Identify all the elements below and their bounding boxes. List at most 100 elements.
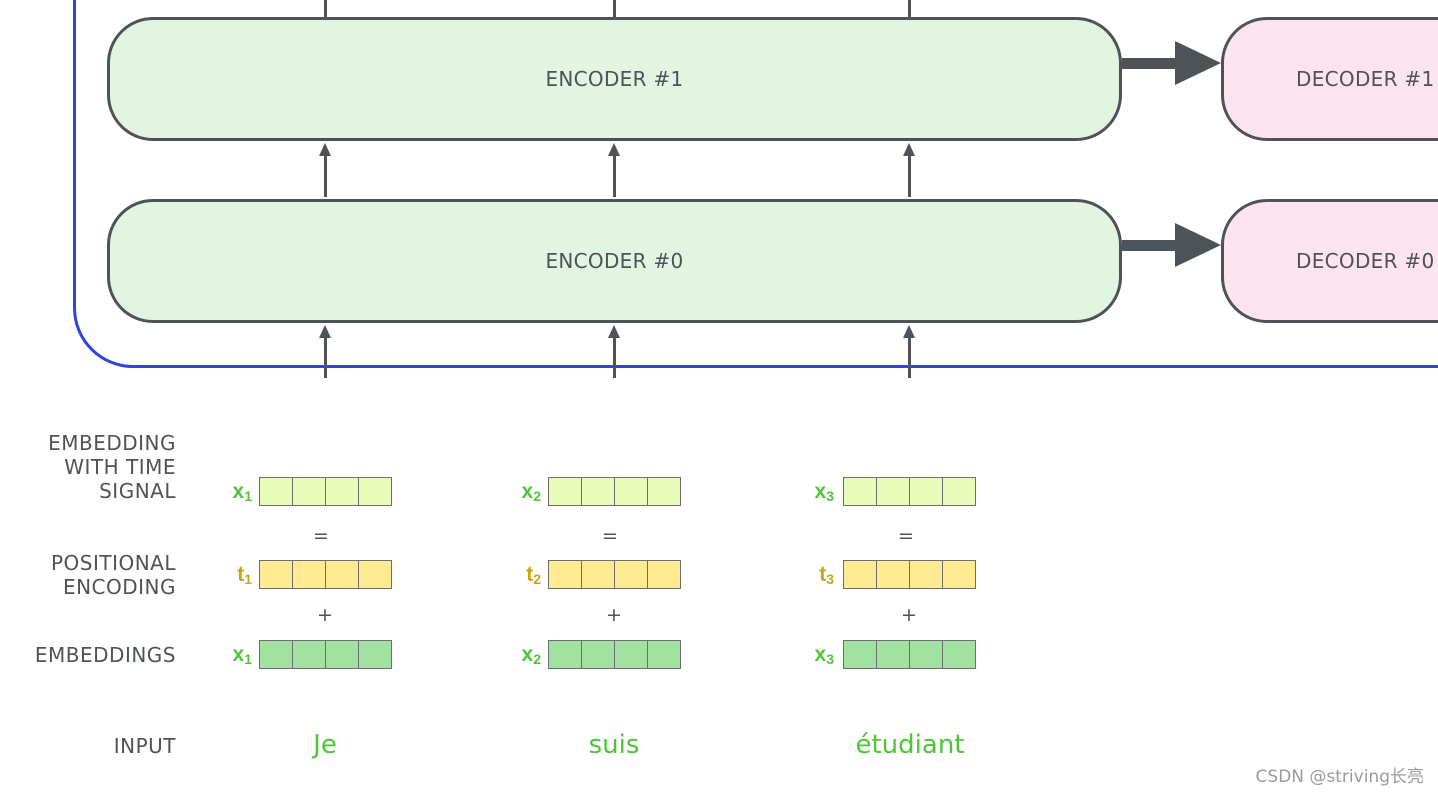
row-label-line: EMBEDDING — [48, 431, 176, 455]
watermark: CSDN @striving长亮 — [1255, 767, 1424, 787]
vector-cell — [909, 641, 942, 668]
vector-cell — [581, 561, 614, 588]
vector-cell — [581, 641, 614, 668]
embedding-vector-2 — [548, 640, 681, 669]
arrow-shaft-enc0-enc1-1 — [324, 155, 327, 197]
arrow-head-input-enc0-1 — [319, 325, 331, 338]
encoder-block-0: ENCODER #0 — [107, 199, 1122, 323]
row-label-line: SIGNAL — [99, 479, 176, 503]
vector-cell — [581, 478, 614, 505]
vector-cell — [292, 561, 325, 588]
vector-cell — [647, 641, 680, 668]
time-signal-vector-3 — [843, 477, 976, 506]
positional-symbol-2: t2 — [526, 563, 541, 587]
vector-cell — [647, 478, 680, 505]
vector-cell — [292, 641, 325, 668]
input-word-3: étudiant — [855, 730, 965, 760]
positional-symbol-1: t1 — [237, 563, 252, 587]
encoder-label-0: ENCODER #0 — [545, 249, 684, 273]
plus-sign-3: + — [901, 604, 917, 626]
positional-symbol-3: t3 — [819, 563, 834, 587]
encoder-decoder-stack-boundary — [73, 0, 1438, 368]
vector-cell — [549, 641, 581, 668]
arrow-head-enc0-enc1-2 — [608, 143, 620, 156]
arrow-head-enc1-dec1 — [1175, 41, 1221, 85]
vector-cell — [260, 641, 292, 668]
time-signal-vector-1 — [259, 477, 392, 506]
plus-sign-2: + — [606, 604, 622, 626]
vector-cell — [909, 478, 942, 505]
arrow-shaft-input-enc0-3 — [908, 337, 911, 378]
arrow-head-input-enc0-3 — [903, 325, 915, 338]
equals-sign-2: = — [602, 525, 618, 547]
vector-cell — [549, 561, 581, 588]
vector-cell — [325, 641, 358, 668]
equals-sign-1: = — [313, 525, 329, 547]
vector-cell — [647, 561, 680, 588]
row-label-embeddings: EMBEDDINGS — [34, 643, 176, 667]
vector-cell — [942, 561, 975, 588]
time-signal-symbol-1: x1 — [232, 480, 252, 504]
vector-cell — [358, 641, 391, 668]
equals-sign-3: = — [898, 525, 914, 547]
embedding-symbol-2: x2 — [521, 643, 541, 667]
encoder-label-1: ENCODER #1 — [545, 67, 684, 91]
plus-sign-1: + — [317, 604, 333, 626]
positional-vector-3 — [843, 560, 976, 589]
vector-cell — [325, 478, 358, 505]
arrow-shaft-input-enc0-1 — [324, 337, 327, 378]
decoder-block-0: DECODER #0 — [1221, 199, 1438, 323]
decoder-label-0: DECODER #0 — [1296, 249, 1435, 273]
vector-cell — [876, 561, 909, 588]
vector-cell — [909, 561, 942, 588]
time-signal-symbol-2: x2 — [521, 480, 541, 504]
vector-cell — [614, 478, 647, 505]
decoder-block-1: DECODER #1 — [1221, 17, 1438, 141]
decoder-label-1: DECODER #1 — [1296, 67, 1435, 91]
encoder-block-1: ENCODER #1 — [107, 17, 1122, 141]
vector-cell — [844, 561, 876, 588]
time-signal-vector-2 — [548, 477, 681, 506]
vector-cell — [844, 478, 876, 505]
arrow-shaft-input-enc0-2 — [613, 337, 616, 378]
vector-cell — [844, 641, 876, 668]
row-label-line: ENCODING — [62, 575, 176, 599]
arrow-shaft-enc0-dec0 — [1122, 240, 1178, 251]
input-word-2: suis — [588, 730, 640, 760]
embedding-symbol-3: x3 — [814, 643, 834, 667]
embedding-vector-3 — [843, 640, 976, 669]
arrow-shaft-enc0-enc1-3 — [908, 155, 911, 197]
arrow-head-input-enc0-2 — [608, 325, 620, 338]
time-signal-symbol-3: x3 — [814, 480, 834, 504]
row-label-line: WITH TIME — [64, 455, 176, 479]
vector-cell — [876, 641, 909, 668]
embedding-vector-1 — [259, 640, 392, 669]
positional-vector-2 — [548, 560, 681, 589]
row-label-positional-encoding: POSITIONAL ENCODING — [51, 551, 176, 599]
row-label-embedding-with-time-signal: EMBEDDING WITH TIME SIGNAL — [48, 431, 176, 503]
vector-cell — [292, 478, 325, 505]
input-word-1: Je — [313, 730, 337, 760]
positional-vector-1 — [259, 560, 392, 589]
connector-top-1 — [324, 0, 327, 17]
vector-cell — [260, 478, 292, 505]
row-label-input: INPUT — [113, 734, 176, 758]
embedding-symbol-1: x1 — [232, 643, 252, 667]
vector-cell — [614, 561, 647, 588]
vector-cell — [942, 478, 975, 505]
vector-cell — [358, 478, 391, 505]
vector-cell — [325, 561, 358, 588]
arrow-head-enc0-enc1-1 — [319, 143, 331, 156]
vector-cell — [614, 641, 647, 668]
arrow-shaft-enc1-dec1 — [1122, 58, 1178, 69]
vector-cell — [260, 561, 292, 588]
arrow-head-enc0-dec0 — [1175, 223, 1221, 267]
arrow-shaft-enc0-enc1-2 — [613, 155, 616, 197]
connector-top-2 — [613, 0, 616, 17]
vector-cell — [358, 561, 391, 588]
row-label-line: POSITIONAL — [50, 551, 176, 575]
arrow-head-enc0-enc1-3 — [903, 143, 915, 156]
vector-cell — [876, 478, 909, 505]
vector-cell — [942, 641, 975, 668]
